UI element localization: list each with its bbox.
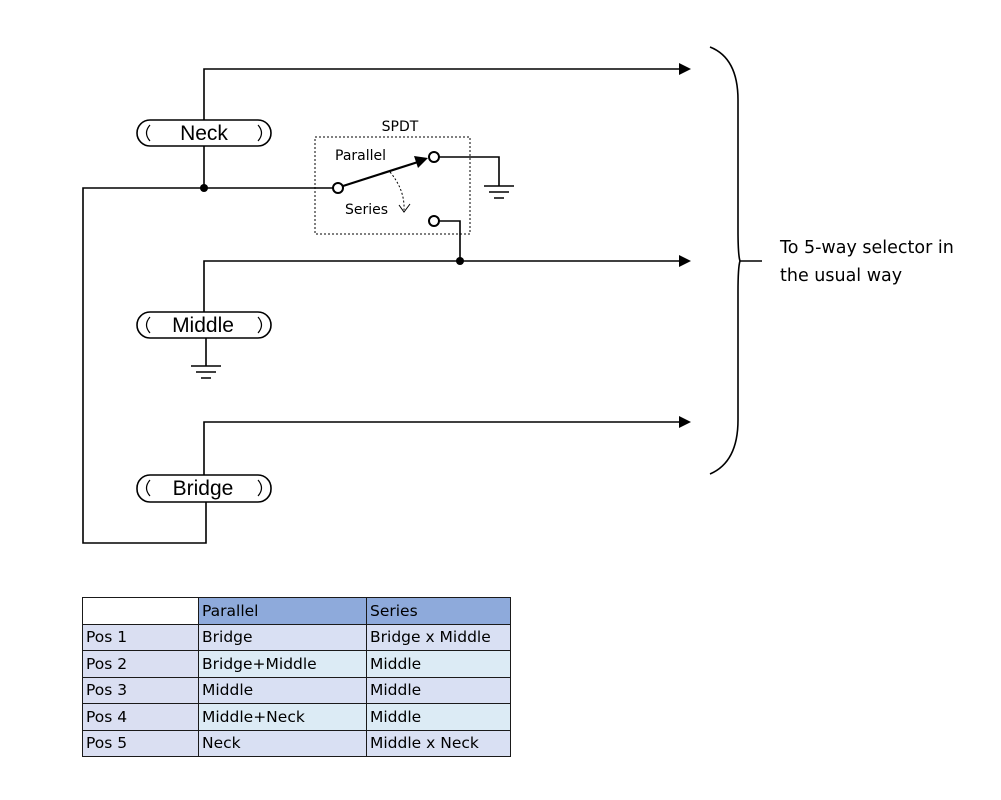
switch-common-contact [332,182,344,194]
table-cell: Bridge+Middle [198,650,367,678]
switch-lever-arrow [414,156,428,168]
spdt-box [314,136,471,235]
parallel-label: Parallel [335,148,386,164]
neck-label: Neck [180,122,228,145]
switch-upper-contact [428,151,440,163]
table-row: Pos 5 Neck Middle x Neck [82,729,511,757]
table-cell: Middle x Neck [366,729,511,757]
middle-output-wire [203,260,683,312]
table-row: Pos 2 Bridge+Middle Middle [82,650,511,678]
table-row: Pos 1 Bridge Bridge x Middle [82,623,511,651]
neck-output-wire [203,68,683,120]
bridge-output-arrow [679,416,691,428]
series-label: Series [345,202,388,218]
middle-output-arrow [679,255,691,267]
table-cell: Middle [366,703,511,731]
table-row: Pos 4 Middle+Neck Middle [82,703,511,731]
middle-junction-dot [456,257,464,265]
table-header-cell: Parallel [198,597,367,625]
table-cell: Middle [366,650,511,678]
table-header-cell: Series [366,597,511,625]
switch-upper-wire [439,156,500,186]
switch-throw-arrowhead [398,203,411,213]
bridge-pickup: Bridge [136,474,272,503]
table-cell: Middle+Neck [198,703,367,731]
table-cell: Pos 5 [82,729,199,757]
switch-lower-wire [439,220,461,261]
neck-output-arrow [679,63,691,75]
table-cell: Middle [366,676,511,704]
middle-pickup: Middle [136,311,272,339]
switch-lever [342,160,419,188]
table-cell: Bridge [198,623,367,651]
common-wire [82,187,334,544]
table-cell: Middle [198,676,367,704]
switch-ground-symbol [484,185,514,199]
selector-note-line2: the usual way [780,266,902,286]
table-cell: Pos 3 [82,676,199,704]
neck-junction-dot [200,184,208,192]
table-header-row: Parallel Series [82,597,511,625]
table-cell: Pos 4 [82,703,199,731]
middle-label: Middle [172,314,234,337]
table-header-cell [82,597,199,625]
table-cell: Bridge x Middle [366,623,511,651]
table-cell: Pos 2 [82,650,199,678]
table-row: Pos 3 Middle Middle [82,676,511,704]
middle-ground-symbol [191,365,221,379]
selector-brace [709,46,741,475]
spdt-label: SPDT [382,119,419,135]
switch-lower-contact [428,215,440,227]
bridge-output-wire [203,421,683,475]
table-cell: Pos 1 [82,623,199,651]
table-cell: Neck [198,729,367,757]
bridge-label: Bridge [173,477,234,500]
switch-throw-arrow [389,171,405,211]
selector-note-line1: To 5-way selector in [779,238,954,258]
position-table: Parallel Series Pos 1 Bridge Bridge x Mi… [82,597,511,757]
neck-pickup: Neck [136,119,272,147]
